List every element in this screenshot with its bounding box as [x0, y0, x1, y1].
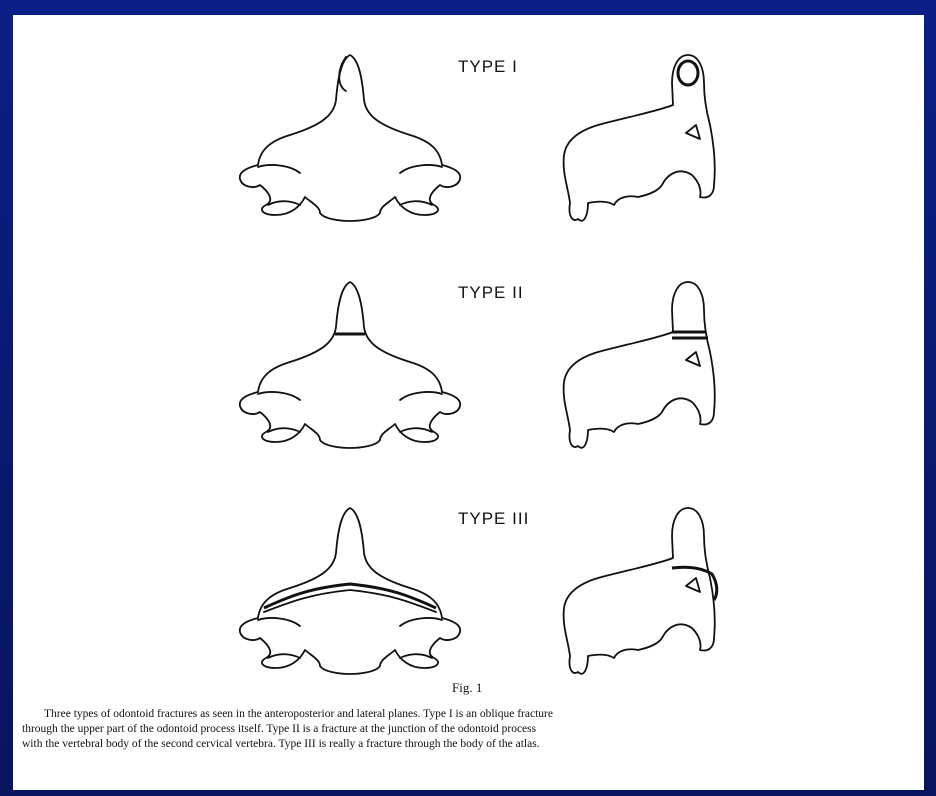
figure-number: Fig. 1: [452, 680, 482, 695]
type-i-ap-view: [240, 55, 460, 221]
type-ii-label: TYPE II: [458, 283, 524, 302]
caption-line: through the upper part of the odontoid p…: [22, 722, 914, 737]
caption-line: with the vertebral body of the second ce…: [22, 737, 914, 752]
type-iii-ap-view: [240, 508, 460, 674]
type-iii-lateral-view: [564, 508, 717, 674]
type-iii-label: TYPE III: [458, 509, 529, 528]
caption-line: Three types of odontoid fractures as see…: [22, 707, 914, 722]
type-i-label: TYPE I: [458, 57, 518, 76]
figure-caption: Three types of odontoid fractures as see…: [22, 707, 914, 752]
type-i-lateral-view: [564, 55, 715, 221]
type-ii-lateral-view: [564, 282, 715, 448]
type-ii-ap-view: [240, 282, 460, 448]
